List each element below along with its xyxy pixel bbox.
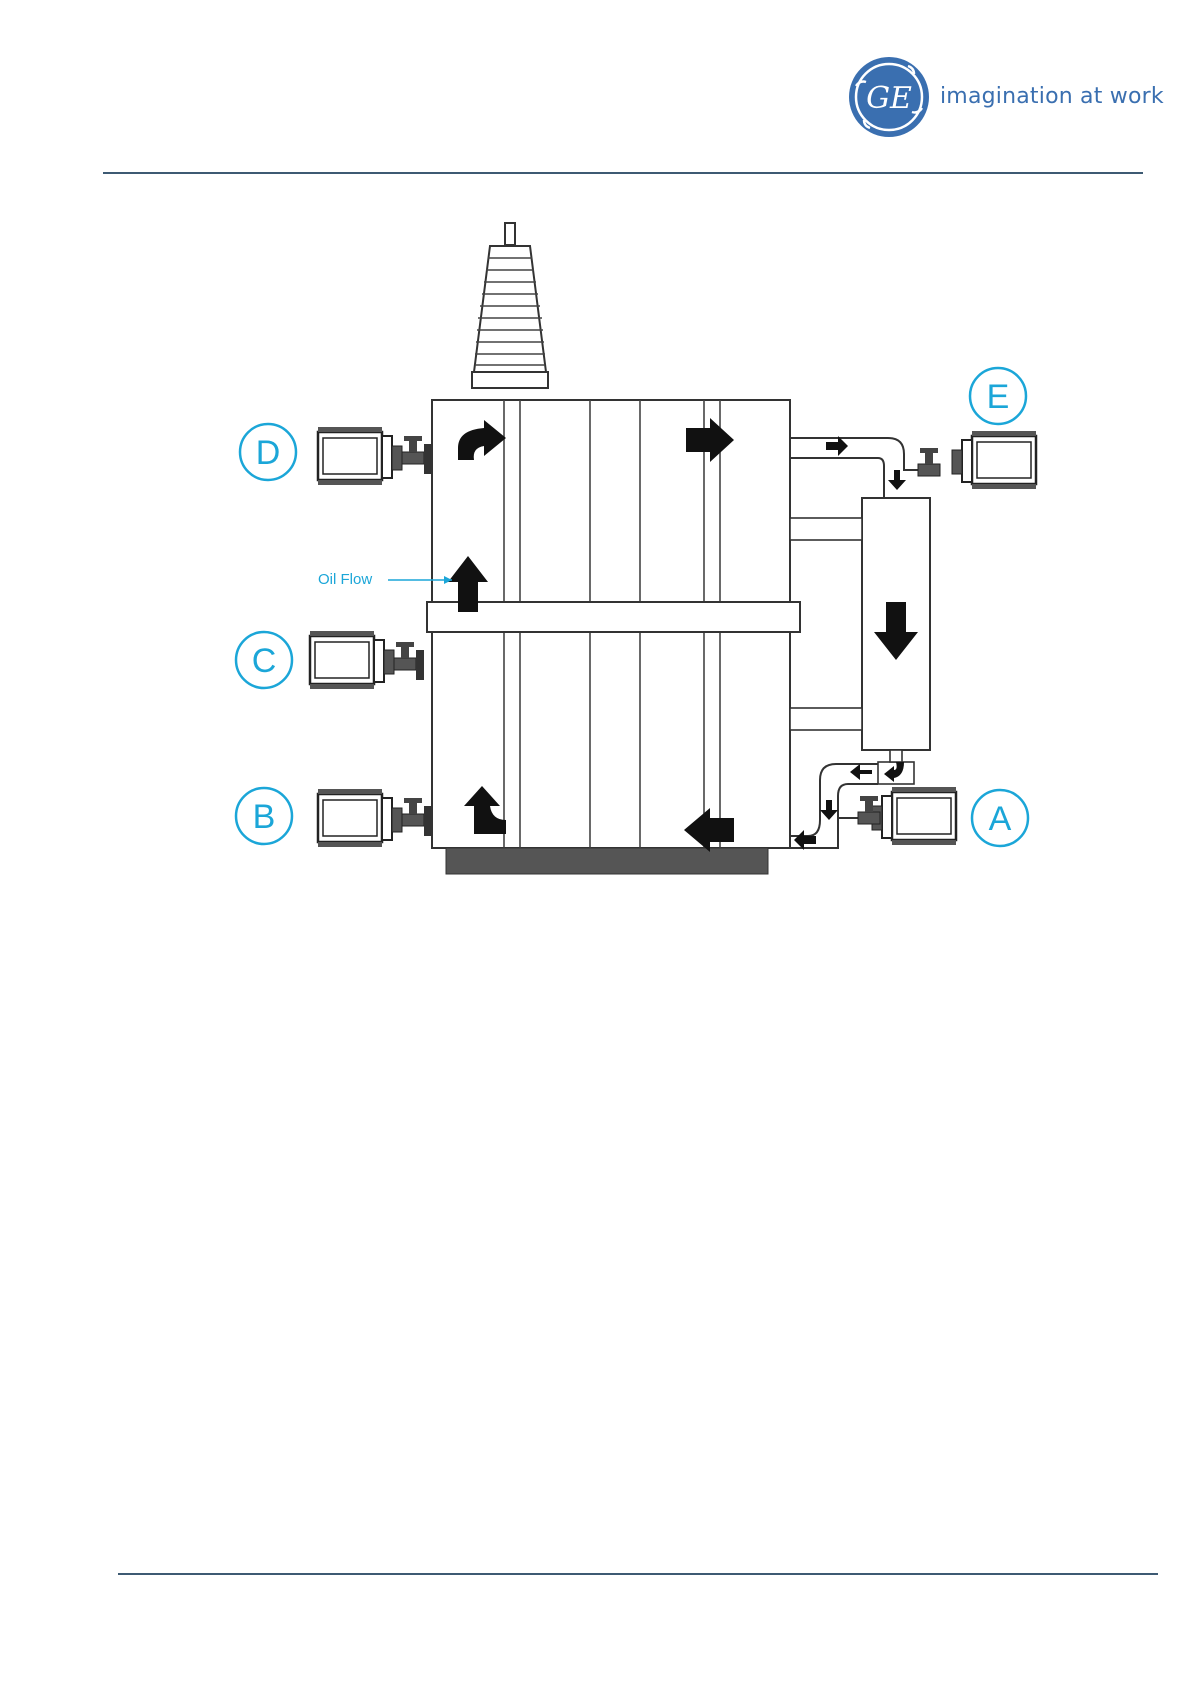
sensor-b [318,789,432,847]
point-d-label: D [256,434,281,472]
bushing [472,223,548,388]
point-c-label: C [252,642,277,680]
point-b-label: B [253,798,276,836]
sensor-c [310,631,424,689]
sensor-a [858,787,956,845]
arrow-small-down-a [820,800,838,820]
tagline: imagination at work [940,84,1164,109]
arrow-small-down-e [888,470,906,490]
ge-monogram-icon: GE [848,56,930,138]
sensor-e [918,431,1036,489]
point-e-label: E [987,378,1010,416]
arrow-small-left-upper [850,764,872,780]
header-logo: GE imagination at work [848,56,1148,140]
oil-flow-label: Oil Flow [318,571,372,588]
sensor-d [318,427,432,485]
ge-logo-lettering: GE [866,81,912,116]
header-divider [103,172,1143,174]
point-a-label: A [989,800,1012,838]
footer-divider [118,1573,1158,1575]
transformer-oil-flow-diagram: Oil Flow A B C D E [0,200,1191,900]
